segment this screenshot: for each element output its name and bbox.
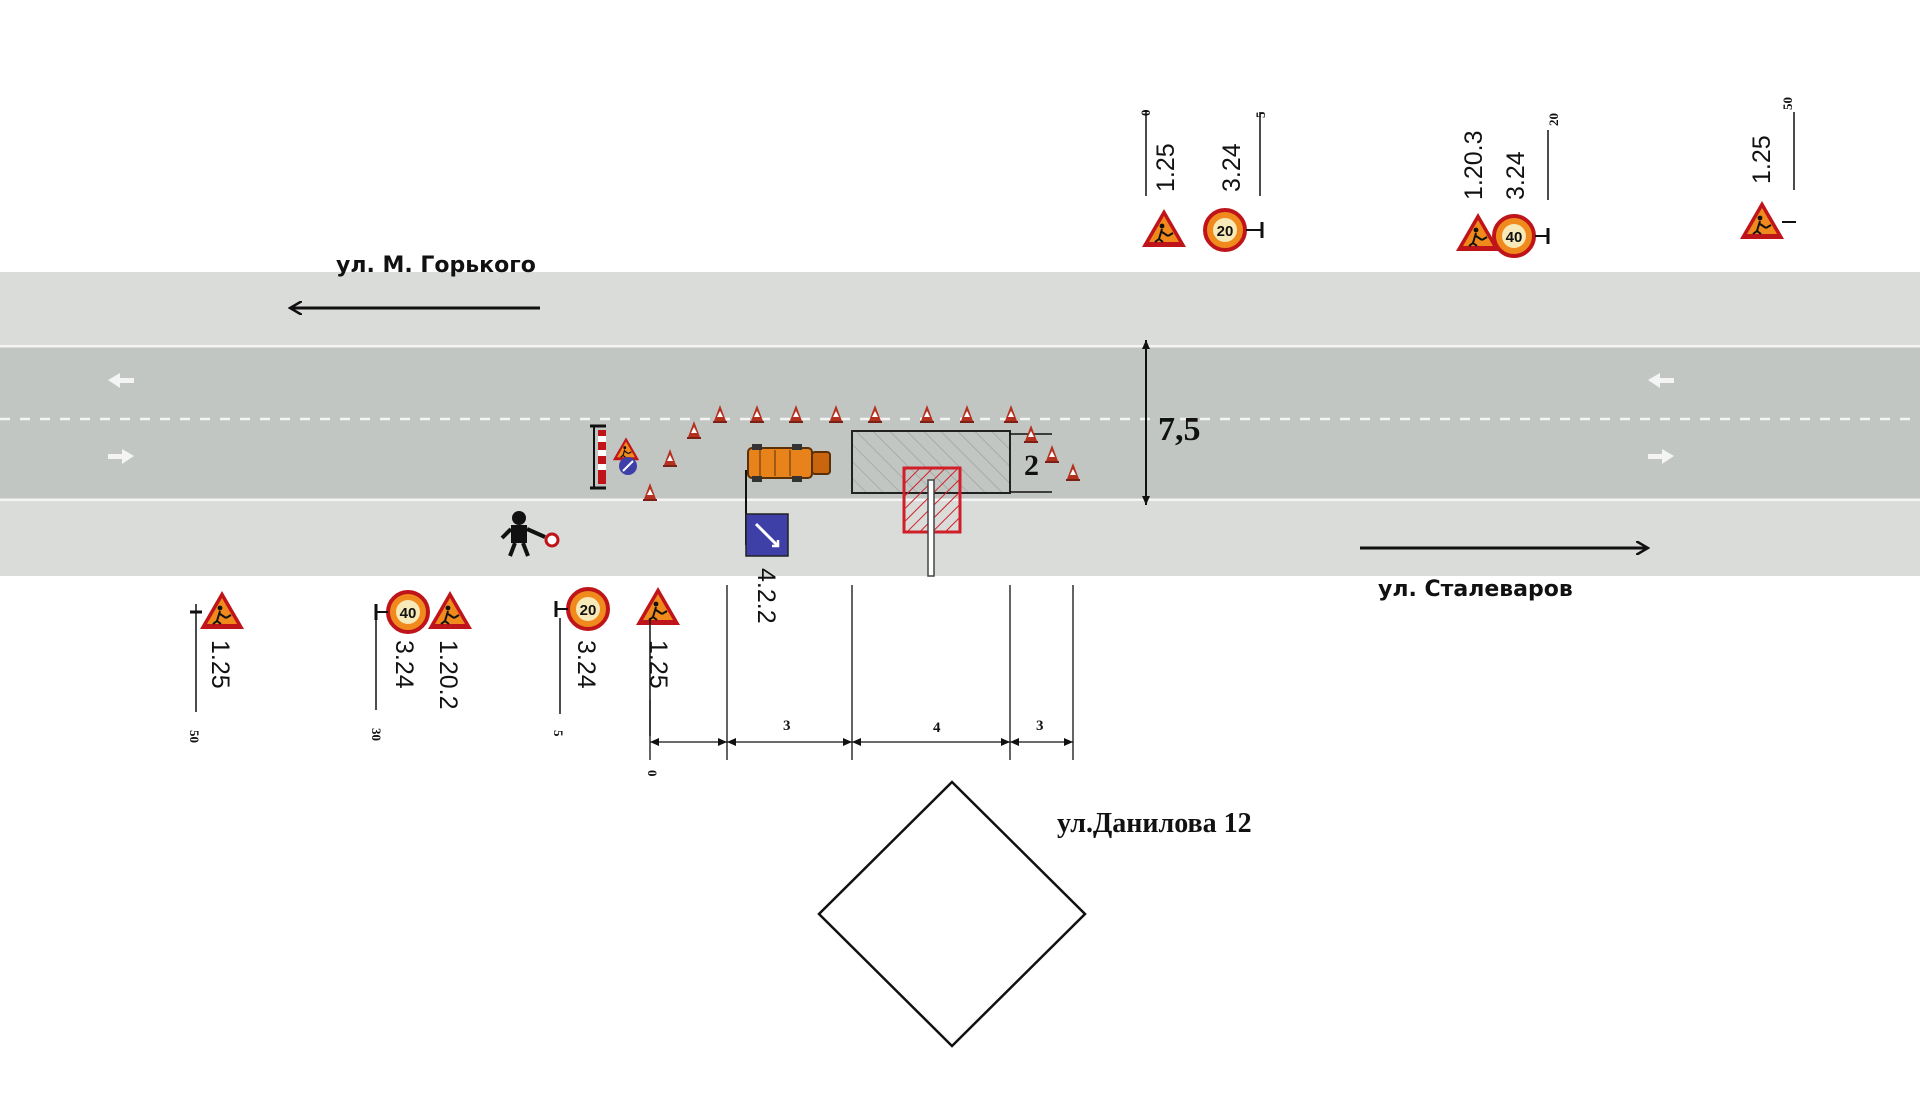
speed-value: 20 (580, 602, 597, 619)
top-sign-distance: 20 (1546, 113, 1561, 126)
bottom-sign-distance: 50 (187, 730, 202, 743)
speed-limit-sign-icon: 20 (1203, 208, 1264, 252)
speed-value: 20 (1217, 223, 1234, 240)
dimension-segment-c: 3 (1036, 718, 1044, 734)
warning-sign-icon (199, 590, 245, 630)
speed-value: 40 (1506, 229, 1523, 246)
top-sign-distance: 50 (1780, 97, 1795, 110)
bottom-sign-distance: 5 (551, 730, 566, 737)
bottom-sign-distance: 30 (369, 728, 384, 741)
top-sign-code: 1.20.3 (1460, 130, 1488, 200)
dimension-segment-a: 3 (783, 718, 791, 734)
dimension-chain (649, 585, 1074, 760)
speed-value: 40 (400, 605, 417, 622)
speed-limit-sign-icon: 40 (374, 590, 430, 634)
utility-pipe (927, 479, 935, 577)
top-sign-code: 1.25 (1152, 143, 1180, 192)
bottom-sign-code: 1.20.2 (434, 640, 462, 710)
top-sign-distance: 5 (1253, 111, 1268, 118)
top-sign-distance: 0 (1138, 110, 1153, 117)
barrier-icon (590, 424, 640, 490)
warning-sign-icon (1141, 208, 1187, 248)
warning-sign-icon (635, 586, 681, 626)
bottom-sign-code: 1.25 (644, 640, 672, 689)
bottom-sign-code: 3.24 (572, 640, 600, 689)
bottom-sign-distance: 0 (645, 770, 660, 777)
shoulder-top (0, 272, 1920, 344)
warning-sign-icon (1739, 200, 1785, 240)
flagman-icon (500, 511, 560, 557)
building-icon (817, 780, 1087, 1048)
detour-sign-code: 4.2.2 (752, 568, 780, 624)
warning-sign-icon (427, 590, 473, 630)
truck-icon (747, 444, 831, 482)
lane-arrow-icon (108, 373, 1674, 464)
speed-limit-sign-icon: 20 (554, 587, 610, 631)
detour-sign (745, 470, 789, 557)
dimension-segment-b: 4 (933, 720, 941, 736)
bottom-sign-code: 3.24 (390, 640, 418, 689)
street-label-right: ул. Сталеваров (1378, 577, 1573, 602)
top-sign-code: 3.24 (1218, 143, 1246, 192)
street-label-left: ул. М. Горького (336, 253, 536, 278)
top-sign-code: 3.24 (1502, 151, 1530, 200)
top-sign-code: 1.25 (1748, 135, 1776, 184)
building-label: ул.Данилова 12 (1057, 808, 1252, 839)
road-width-value: 7,5 (1158, 411, 1201, 448)
speed-limit-sign-icon: 40 (1492, 214, 1550, 258)
bottom-sign-code: 1.25 (206, 640, 234, 689)
work-zone-width: 2 (1024, 449, 1039, 482)
